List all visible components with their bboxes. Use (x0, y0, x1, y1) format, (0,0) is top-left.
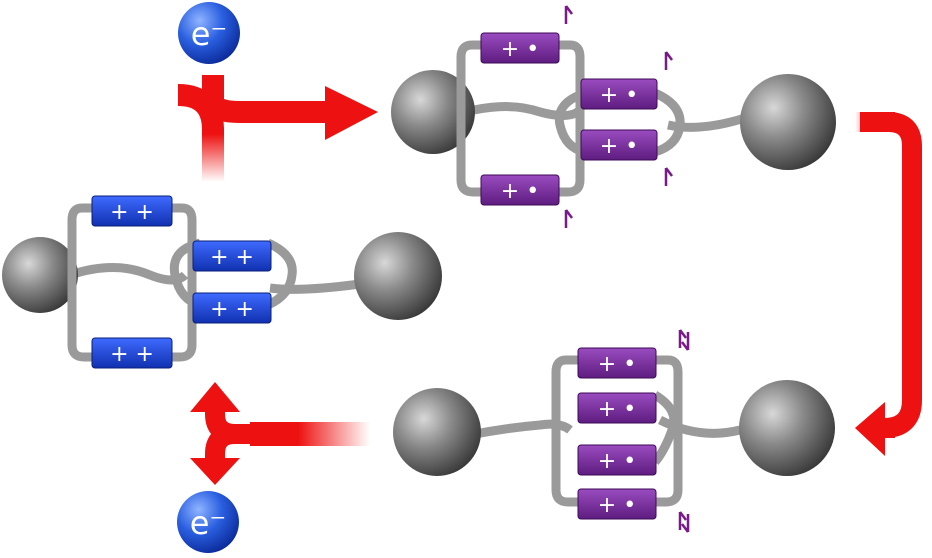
molecule-radical: + • + • + • + • (391, 5, 836, 228)
stopper-sphere-right (354, 232, 442, 320)
stopper-sphere-right (739, 380, 835, 476)
spin-up-icon (564, 209, 573, 228)
unit-radical-2: + • (580, 78, 658, 110)
unit-paired-3: + • (577, 444, 657, 476)
unit-oxidized-4: + + (91, 337, 173, 369)
unit-paired-4: + • (577, 488, 657, 520)
unit-radical-3: + • (580, 129, 658, 161)
reduction-arrow (177, 60, 378, 182)
stopper-sphere-right (740, 74, 836, 170)
spin-up-icon (664, 51, 673, 70)
unit-oxidized-3-label: + + (210, 297, 254, 322)
spin-up-icon (564, 5, 573, 24)
unit-radical-4-label: + • (501, 179, 539, 204)
stopper-sphere-left (393, 388, 481, 476)
electron-in: e⁻ (178, 2, 240, 64)
unit-oxidized-2: + + (192, 240, 272, 272)
unit-oxidized-3: + + (192, 292, 272, 324)
molecule-oxidized: + + + + + + + + (2, 195, 442, 369)
unit-oxidized-4-label: + + (110, 342, 154, 367)
stopper-sphere-left (391, 70, 475, 154)
transition-arrow-right (855, 112, 922, 456)
electron-in-label: e⁻ (191, 15, 228, 53)
unit-oxidized-1-label: + + (110, 200, 154, 225)
unit-paired-1: + • (577, 347, 657, 379)
spin-pair-icon (678, 329, 690, 351)
unit-radical-3-label: + • (600, 134, 638, 159)
molecule-paired: + • + • + • + • (393, 329, 835, 533)
unit-radical-1: + • (480, 32, 560, 64)
unit-radical-4: + • (480, 174, 560, 206)
electron-out: e⁻ (177, 491, 239, 553)
unit-oxidized-2-label: + + (210, 245, 254, 270)
unit-paired-4-label: + • (598, 493, 636, 518)
unit-paired-3-label: + • (598, 449, 636, 474)
spin-pair-icon (678, 511, 690, 533)
unit-paired-1-label: + • (598, 352, 636, 377)
electron-out-label: e⁻ (190, 504, 227, 542)
unit-paired-2-label: + • (598, 397, 636, 422)
unit-oxidized-1: + + (91, 195, 173, 227)
oxidation-arrow (190, 382, 370, 485)
unit-radical-2-label: + • (600, 83, 638, 108)
unit-paired-2: + • (577, 392, 657, 424)
spin-up-icon (664, 167, 673, 186)
unit-radical-1-label: + • (501, 37, 539, 62)
stopper-sphere-left (2, 237, 78, 313)
